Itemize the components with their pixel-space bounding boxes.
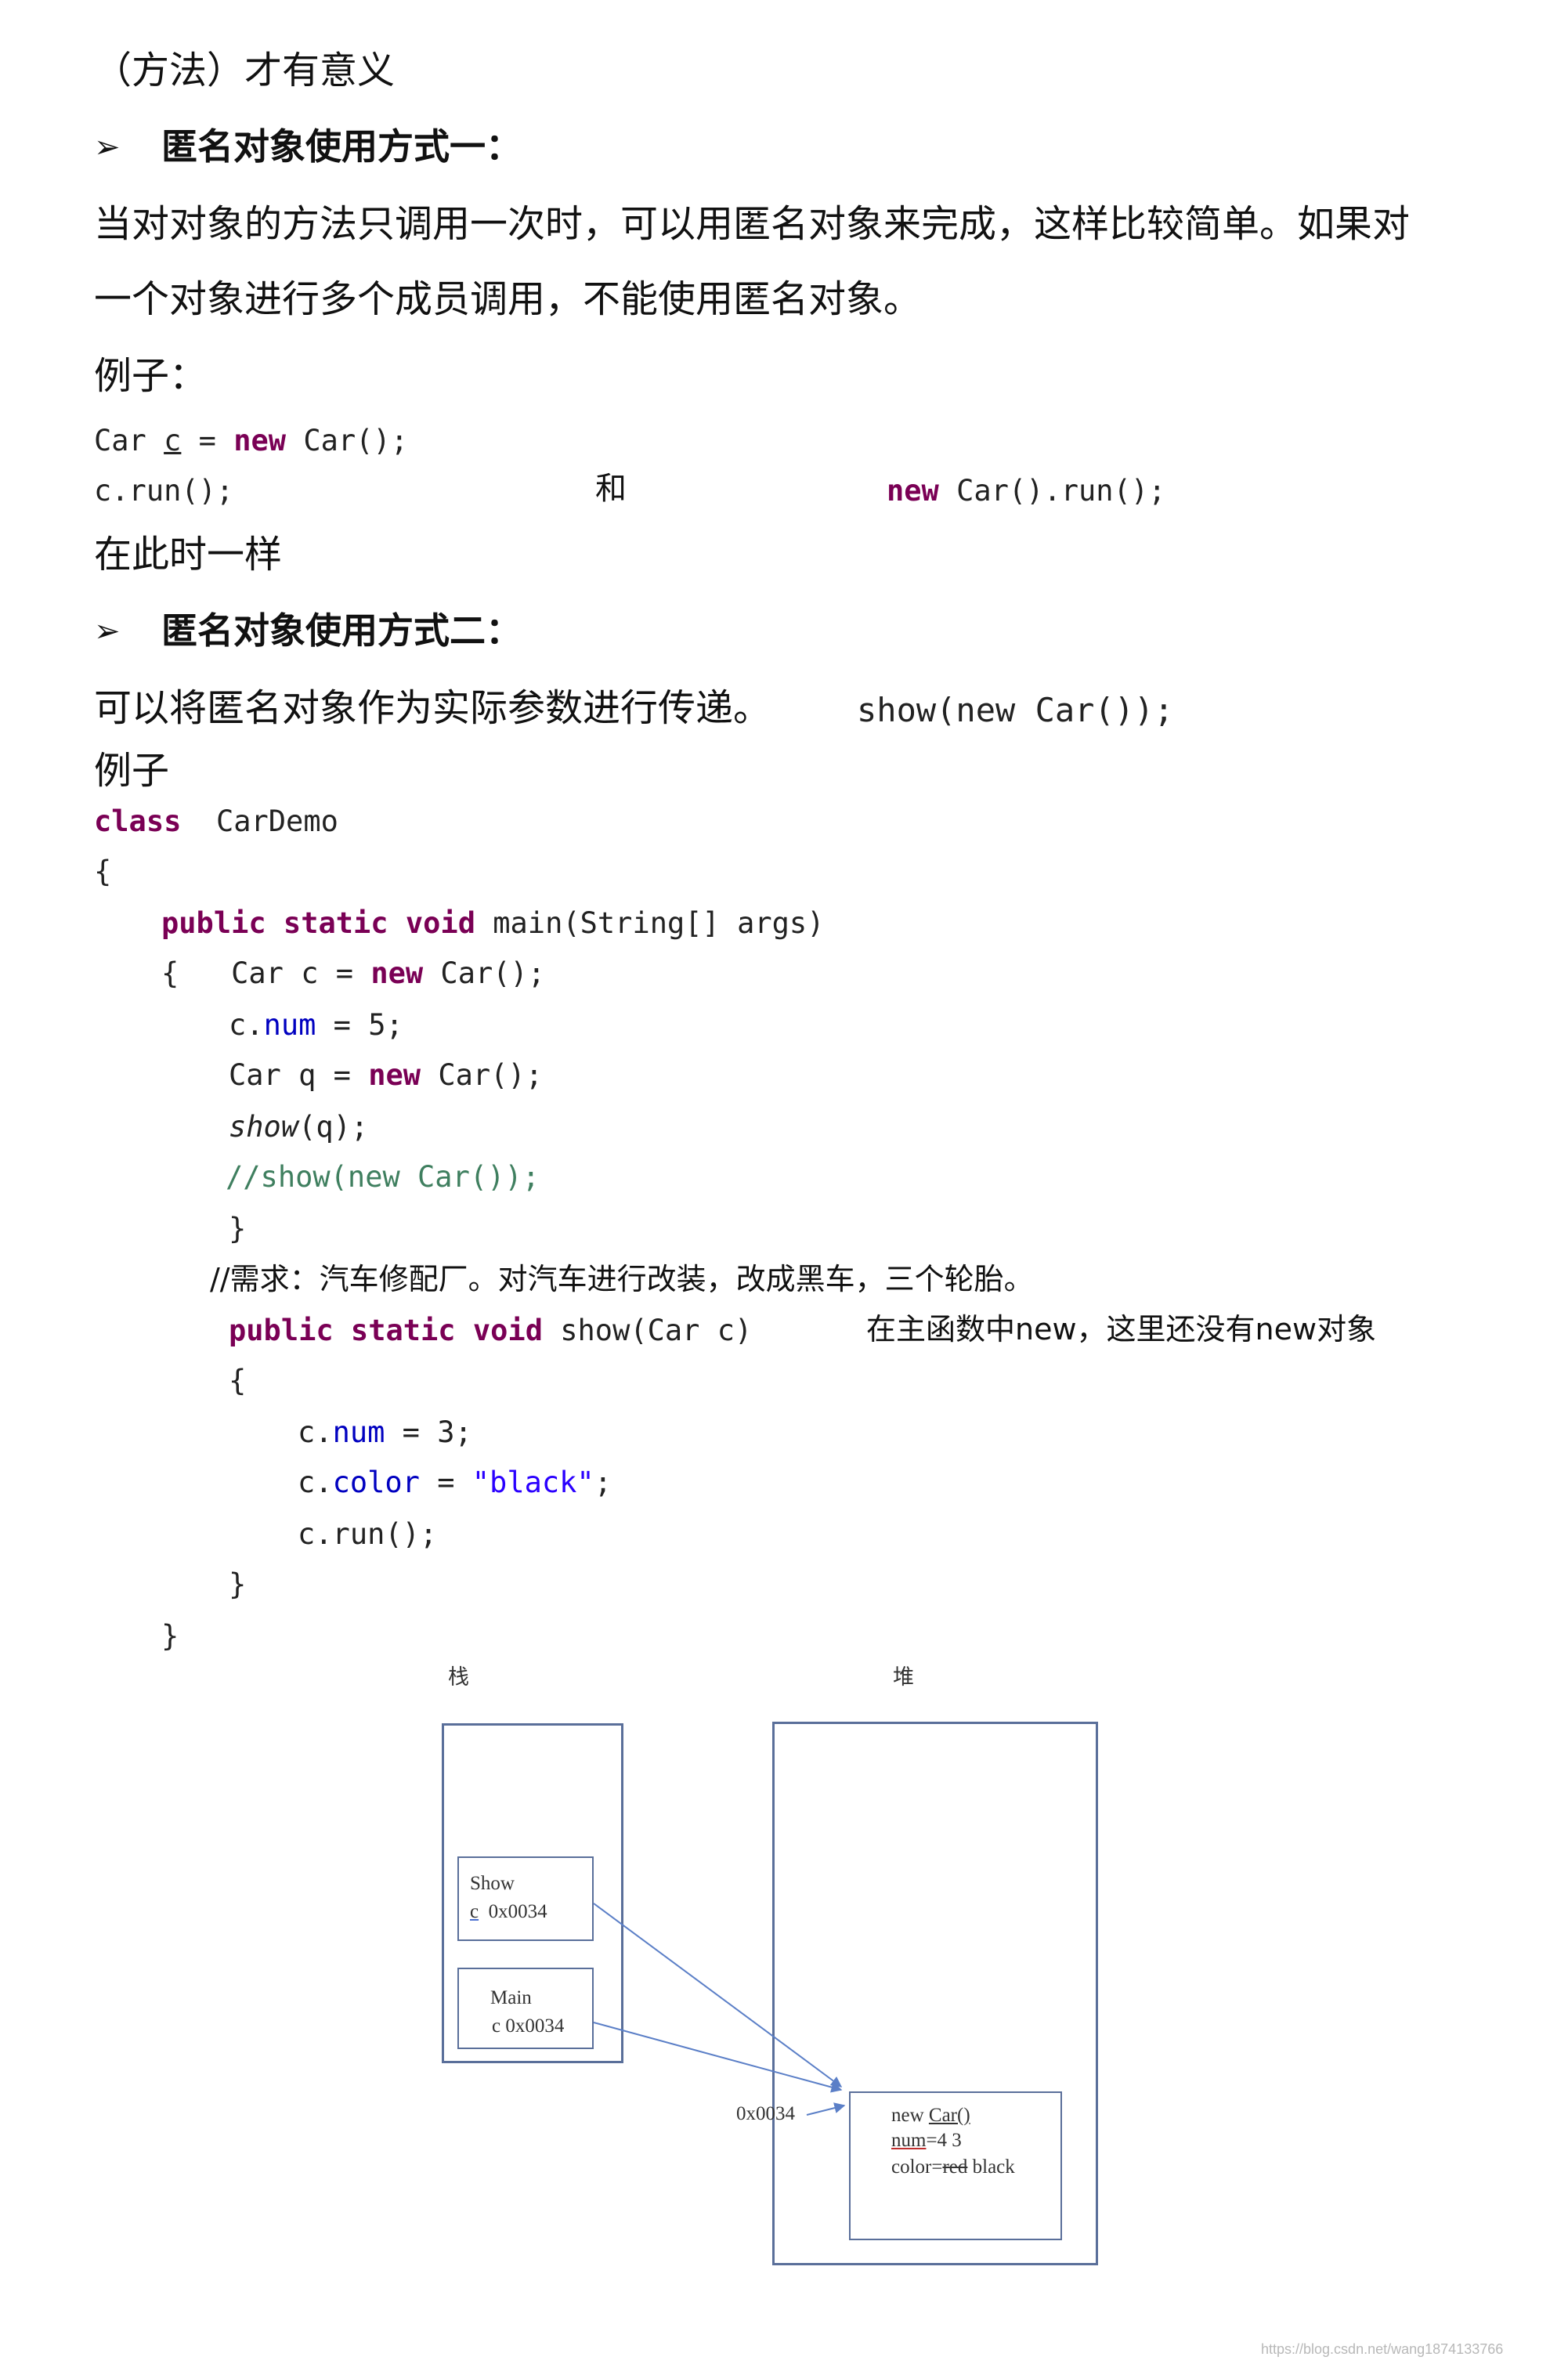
code-show-new-car: show(new Car()); <box>857 691 1174 729</box>
code-show-q: show(q); <box>229 1110 369 1144</box>
code-show-signature: public static void show(Car c) <box>229 1314 753 1347</box>
code-show-brace-open: { <box>229 1364 247 1397</box>
bullet-arrow-icon: ➢ <box>94 129 121 165</box>
main-stack-frame <box>457 1968 594 2049</box>
stack-label: 栈 <box>448 1665 469 1689</box>
code-color-black: c.color = "black"; <box>298 1466 612 1499</box>
heap-object-color: color=red black <box>891 2156 1015 2178</box>
paragraph-line-1: 当对对象的方法只调用一次时，可以用匿名对象来完成，这样比较简单。如果对 <box>94 202 1411 246</box>
heap-car-object <box>849 2091 1062 2240</box>
show-note: 在主函数中new，这里还没有new对象 <box>866 1312 1377 1346</box>
code-num-5: c.num = 5; <box>229 1008 403 1042</box>
watermark: https://blog.csdn.net/wang1874133766 <box>1261 2341 1504 2357</box>
example-label-2: 例子 <box>94 749 170 793</box>
code-class-brace-close: } <box>161 1619 179 1653</box>
code-run-call: c.run(); <box>94 474 234 508</box>
code-car-q: Car q = new Car(); <box>229 1058 543 1092</box>
same-at-this-time: 在此时一样 <box>94 533 283 577</box>
intro-line: （方法）才有意义 <box>94 49 396 92</box>
show-frame-title: Show <box>470 1873 515 1894</box>
paragraph-line-2: 一个对象进行多个成员调用，不能使用匿名对象。 <box>94 277 922 321</box>
heap-address-label: 0x0034 <box>736 2103 795 2124</box>
bullet-arrow-icon: ➢ <box>94 613 121 649</box>
show-ref-arrow <box>593 1903 843 2087</box>
heading-usage-two: 匿名对象使用方式二： <box>161 609 522 652</box>
code-brace-open: { <box>94 855 112 888</box>
paragraph-pass-as-argument: 可以将匿名对象作为实际参数进行传递。 <box>94 686 771 730</box>
main-frame-var: c 0x0034 <box>492 2015 565 2037</box>
heap-label: 堆 <box>893 1665 914 1689</box>
code-comment-show: //show(new Car()); <box>226 1160 540 1194</box>
address-ref-arrow <box>806 2102 846 2116</box>
code-close-main: } <box>229 1212 247 1245</box>
show-frame-var: c 0x0034 <box>470 1901 547 1922</box>
code-car-declaration: Car c = new Car(); <box>94 424 408 457</box>
show-stack-frame <box>457 1856 594 1941</box>
code-car-c: { Car c = new Car(); <box>161 956 546 990</box>
code-main-signature: public static void main(String[] args) <box>161 906 825 940</box>
main-ref-arrow <box>593 2022 843 2093</box>
code-comment-requirement: //需求：汽车修配厂。对汽车进行改装，改成黑车，三个轮胎。 <box>210 1262 1034 1296</box>
and-word: 和 <box>595 471 627 507</box>
main-frame-title: Main <box>490 1987 532 2008</box>
heap-box <box>772 1722 1098 2265</box>
heading-usage-one: 匿名对象使用方式一： <box>161 125 522 168</box>
code-run: c.run(); <box>298 1517 438 1551</box>
code-show-brace-close: } <box>229 1567 247 1601</box>
heap-object-new: new Car() <box>891 2105 970 2126</box>
code-anonymous-run: new Car().run(); <box>887 474 1166 508</box>
example-label-1: 例子： <box>94 354 208 398</box>
heap-object-num: num=4 3 <box>891 2130 962 2151</box>
code-class-decl: class CarDemo <box>94 804 338 838</box>
code-num-3: c.num = 3; <box>298 1415 472 1449</box>
stack-box <box>442 1723 623 2063</box>
